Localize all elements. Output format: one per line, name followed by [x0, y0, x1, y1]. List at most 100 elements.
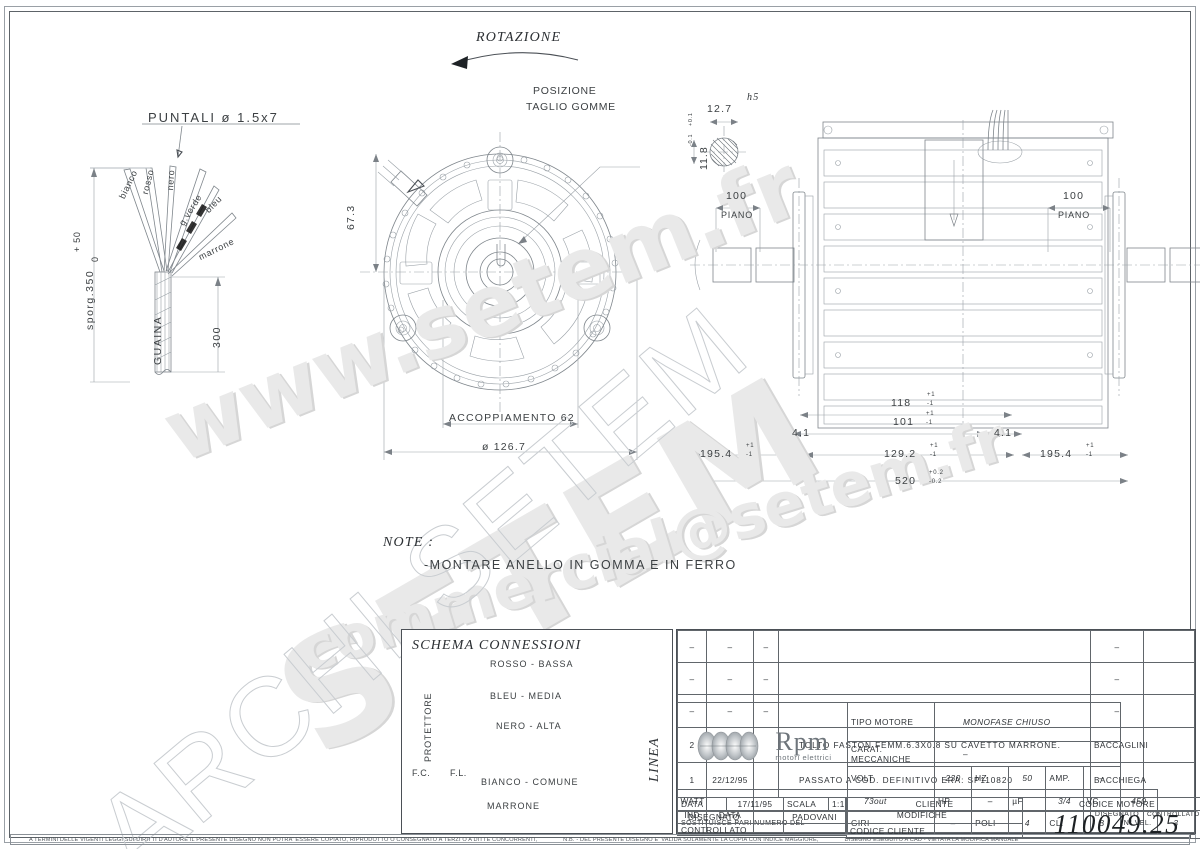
carat-meccaniche-value: – — [934, 741, 1121, 768]
hz-label: HZ — [971, 766, 1010, 790]
dim-101-tol-minus: -1 — [926, 420, 933, 426]
guaina-label: GUAINA — [152, 315, 164, 365]
rev-modifiche — [778, 662, 1091, 696]
tap-label-bleu: BLEU - MEDIA — [490, 691, 563, 701]
dim-118: 118 — [891, 397, 912, 409]
dim-195-4-right-tol-minus: -1 — [1086, 452, 1093, 458]
rpm-wordmark: Rpm — [775, 726, 829, 756]
dim-100-right: 100 — [1063, 190, 1085, 202]
dim-67-3: 67.3 — [345, 204, 357, 230]
dim-118-tol-plus: +1 — [927, 392, 936, 398]
dim-520-tol-plus: +0.2 — [929, 470, 944, 476]
disegnato-value: PADOVANI — [783, 810, 846, 824]
rpm-logo-cell: Rpm motori elettrici — [677, 702, 848, 790]
schema-title: SCHEMA CONNESSIONI — [412, 638, 582, 653]
dim-118-tol-minus: -1 — [927, 401, 934, 407]
dim-129-2: 129.2 — [884, 448, 917, 460]
controllato-label: CONTROLLATO — [677, 823, 784, 836]
shaft-tol-minus: -0.1 — [688, 133, 694, 146]
note-heading: NOTE : — [383, 535, 435, 550]
dim-4-1-left: 4.1 — [792, 427, 811, 439]
legal-text-left: A TERMINI DELLE VIGENTI LEGGI SUI DIRITT… — [29, 836, 538, 843]
switch-label-fc: F.C. — [412, 768, 431, 778]
piano-label-right: PIANO — [1058, 210, 1091, 220]
carat-meccaniche-label: CARAT. MECCANICHE — [847, 741, 935, 768]
revision-row: – – – – — [677, 629, 1195, 664]
legal-text-right: DISEGNO ESEGUITO A CAD - VIETATA LA MODI… — [844, 836, 1019, 843]
amp-label: AMP. — [1045, 766, 1084, 790]
dim-129-2-tol-minus: -1 — [930, 452, 937, 458]
rev-disegnato: – — [1090, 662, 1144, 696]
taglio-gomme-label: TAGLIO GOMME — [526, 101, 616, 113]
tipo-motore-label: TIPO MOTORE — [847, 701, 935, 743]
dim-195-4-left-tol-minus: -1 — [746, 452, 753, 458]
schema-connessioni-panel: SCHEMA CONNESSIONI PROTETTORE LINEA ROSS… — [401, 629, 673, 834]
linea-label: LINEA — [647, 737, 662, 782]
revision-row: – – – – — [677, 662, 1195, 696]
strip-length-300: 300 — [211, 325, 223, 348]
switch-label-fl: F.L. — [450, 768, 467, 778]
scala-label: SCALA — [783, 797, 829, 811]
amp-value: – — [1082, 766, 1121, 790]
wire-label-nero: nero — [165, 169, 177, 191]
title-block: – – – – – – – – – – – – — [676, 629, 1200, 839]
piano-label-left: PIANO — [721, 210, 754, 220]
tap-label-marrone: MARRONE — [487, 801, 541, 811]
legal-notice-strip: A TERMINI DELLE VIGENTI LEGGI SUI DIRITT… — [10, 834, 1190, 845]
volt-value: 230 — [933, 766, 973, 790]
sporg-tol-upper: + 50 — [72, 231, 82, 252]
codice-cliente-label: CODICE CLIENTE — [846, 823, 1023, 839]
tipo-motore-value: MONOFASE CHIUSO — [934, 701, 1121, 743]
rev-controllato — [1143, 694, 1195, 728]
controllato-value — [783, 823, 846, 836]
cliente-value — [846, 809, 1023, 825]
tap-label-nero: NERO - ALTA — [496, 721, 562, 731]
data-value: 17/11/95 — [726, 797, 784, 811]
dim-129-2-tol-plus: +1 — [930, 443, 939, 449]
volt-label: VOLT — [847, 766, 935, 790]
rev-disegnato: – — [1090, 629, 1144, 664]
cliente-label: CLIENTE — [846, 797, 1023, 811]
rpm-tagline: motori elettrici — [775, 753, 832, 763]
protettore-label: PROTETTORE — [423, 692, 433, 762]
dim-4-1-right: 4.1 — [994, 427, 1013, 439]
sheet-frame-inner — [9, 11, 1191, 838]
legal-text-mid: N.B. - DEL PRESENTE DISEGNO E' VALIDA SO… — [563, 836, 819, 843]
shaft-tol-plus: +0.1 — [688, 112, 694, 126]
rev-data: – — [706, 629, 754, 664]
posizione-label: POSIZIONE — [533, 85, 597, 97]
rev-ind: – — [677, 629, 707, 664]
dim-accoppiamento: ACCOPPIAMENTO 62 — [449, 412, 575, 424]
dim-diameter-126-7: ø 126.7 — [482, 441, 527, 453]
rotation-label: ROTAZIONE — [476, 30, 562, 45]
shaft-fit-class-h5: h5 — [747, 92, 760, 103]
puntali-label: PUNTALI ø 1.5x7 — [148, 110, 279, 125]
sporg-label: sporg.350 — [84, 269, 96, 330]
rev-modifiche — [778, 629, 1091, 664]
data-label: DATA — [677, 797, 727, 811]
codice-motore-value: 110049.25 — [1053, 809, 1181, 839]
rpm-rotor-icon — [698, 731, 759, 761]
rev-controllato — [1143, 726, 1195, 763]
dim-195-4-left-tol-plus: +1 — [746, 443, 755, 449]
dim-520: 520 — [895, 475, 917, 487]
rev-mark: – — [753, 629, 779, 664]
shaft-dim-12-7: 12.7 — [707, 103, 733, 115]
rev-controllato — [1143, 662, 1195, 696]
hz-value: 50 — [1008, 766, 1047, 790]
scala-value: 1:1 — [828, 797, 846, 811]
rev-data: – — [706, 662, 754, 696]
dim-195-4-right-tol-plus: +1 — [1086, 443, 1095, 449]
rev-ind: – — [677, 662, 707, 696]
rev-controllato — [1143, 629, 1195, 664]
dim-520-tol-minus: -0.2 — [929, 479, 943, 485]
dim-100-left: 100 — [726, 190, 748, 202]
dim-101: 101 — [893, 416, 915, 428]
note-line: -MONTARE ANELLO IN GOMMA E IN FERRO — [424, 558, 737, 572]
sporg-tol-lower: 0 — [90, 256, 100, 262]
shaft-dim-11-8: 11.8 — [698, 146, 710, 170]
dim-195-4-right: 195.4 — [1040, 448, 1073, 460]
tap-label-rosso: ROSSO - BASSA — [490, 659, 574, 669]
dim-101-tol-plus: +1 — [926, 411, 935, 417]
